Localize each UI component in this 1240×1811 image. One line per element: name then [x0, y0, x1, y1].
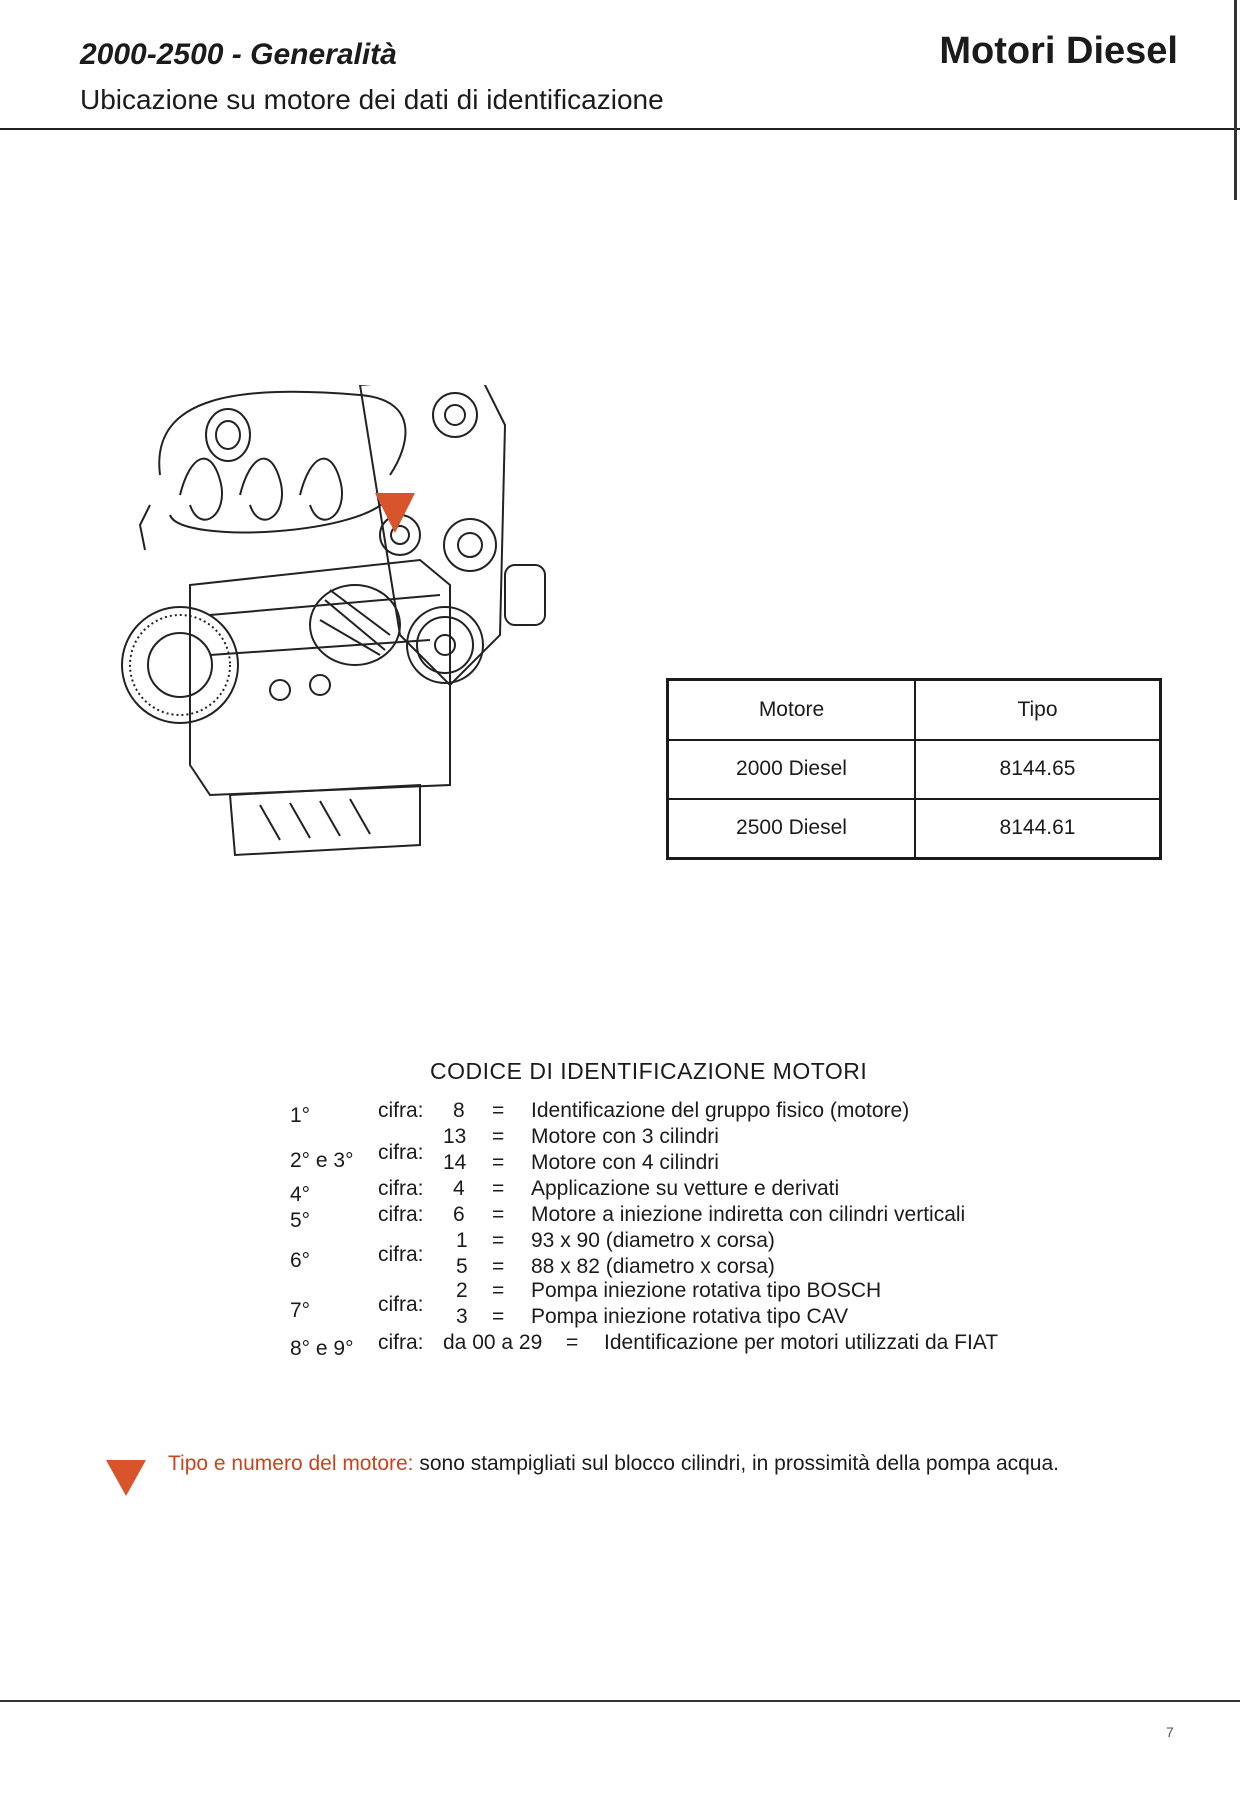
brand-heading: Motori Diesel	[939, 30, 1178, 72]
digit-position: 1°	[290, 1104, 311, 1127]
footer-rule	[0, 1700, 1240, 1702]
digit-position: 8° e 9°	[290, 1337, 354, 1360]
equals-sign: =	[492, 1125, 505, 1148]
equals-sign: =	[492, 1279, 505, 1302]
code-value: 14	[443, 1151, 467, 1174]
equals-sign: =	[492, 1255, 505, 1278]
code-value: 13	[443, 1125, 467, 1148]
digit-position: 7°	[290, 1299, 311, 1322]
cifra-label: cifra:	[378, 1099, 424, 1122]
code-description: Motore con 3 cilindri	[531, 1125, 719, 1148]
table-cell: 2000 Diesel	[666, 739, 916, 800]
equals-sign: =	[566, 1331, 579, 1354]
equals-sign: =	[492, 1099, 505, 1122]
code-description: 93 x 90 (diametro x corsa)	[531, 1229, 775, 1252]
table-header-tipo: Tipo	[914, 678, 1162, 741]
header-rule	[0, 128, 1240, 130]
code-description: 88 x 82 (diametro x corsa)	[531, 1255, 775, 1278]
marker-triangle-icon	[375, 493, 415, 533]
code-description: Identificazione per motori utilizzati da…	[604, 1331, 999, 1354]
digit-position: 5°	[290, 1209, 311, 1232]
margin-rule	[1234, 0, 1237, 200]
table-cell: 2500 Diesel	[666, 797, 916, 860]
code-value: 8	[453, 1099, 465, 1122]
code-description: Pompa iniezione rotativa tipo BOSCH	[531, 1279, 882, 1302]
note-text: sono stampigliati sul blocco cilindri, i…	[413, 1452, 1059, 1475]
equals-sign: =	[492, 1177, 505, 1200]
digit-position: 6°	[290, 1249, 311, 1272]
table-cell: 8144.65	[914, 739, 1162, 800]
code-description: Applicazione su vetture e derivati	[531, 1177, 840, 1200]
section-heading: 2000-2500 - Generalità	[80, 38, 397, 71]
equals-sign: =	[492, 1229, 505, 1252]
equals-sign: =	[492, 1151, 505, 1174]
page-number: 7	[1166, 1724, 1174, 1740]
codice-title: CODICE DI IDENTIFICAZIONE MOTORI	[430, 1058, 868, 1084]
cifra-label: cifra:	[378, 1331, 424, 1354]
code-description: Motore con 4 cilindri	[531, 1151, 719, 1174]
equals-sign: =	[492, 1305, 505, 1328]
cifra-label: cifra:	[378, 1203, 424, 1226]
marker-triangle-icon	[106, 1460, 146, 1496]
code-description: Identificazione del gruppo fisico (motor…	[531, 1099, 910, 1122]
cifra-label: cifra:	[378, 1177, 424, 1200]
engine-type-table: Motore Tipo 2000 Diesel 8144.65 2500 Die…	[666, 678, 1162, 860]
equals-sign: =	[492, 1203, 505, 1226]
code-description: Pompa iniezione rotativa tipo CAV	[531, 1305, 849, 1328]
code-value: 5	[456, 1255, 468, 1278]
cifra-label: cifra:	[378, 1243, 424, 1266]
table-header-motore: Motore	[666, 678, 916, 741]
cifra-label: cifra:	[378, 1141, 424, 1164]
engine-illustration	[121, 385, 546, 857]
table-row: 2000 Diesel 8144.65	[666, 739, 1162, 800]
code-value: 3	[456, 1305, 468, 1328]
page-title: Ubicazione su motore dei dati di identif…	[80, 84, 664, 115]
code-value: 4	[453, 1177, 465, 1200]
digit-position: 2° e 3°	[290, 1149, 354, 1172]
code-value: 2	[456, 1279, 468, 1302]
digit-position: 4°	[290, 1183, 311, 1206]
code-description: Motore a iniezione indiretta con cilindr…	[531, 1203, 966, 1226]
table-row: 2500 Diesel 8144.61	[666, 797, 1162, 860]
table-cell: 8144.61	[914, 797, 1162, 860]
cifra-label: cifra:	[378, 1293, 424, 1316]
code-value: da 00 a 29	[443, 1331, 543, 1354]
code-value: 6	[453, 1203, 465, 1226]
code-value: 1	[456, 1229, 468, 1252]
note-label: Tipo e numero del motore:	[168, 1452, 414, 1475]
engine-stamp-note: Tipo e numero del motore: sono stampigli…	[168, 1452, 1059, 1476]
